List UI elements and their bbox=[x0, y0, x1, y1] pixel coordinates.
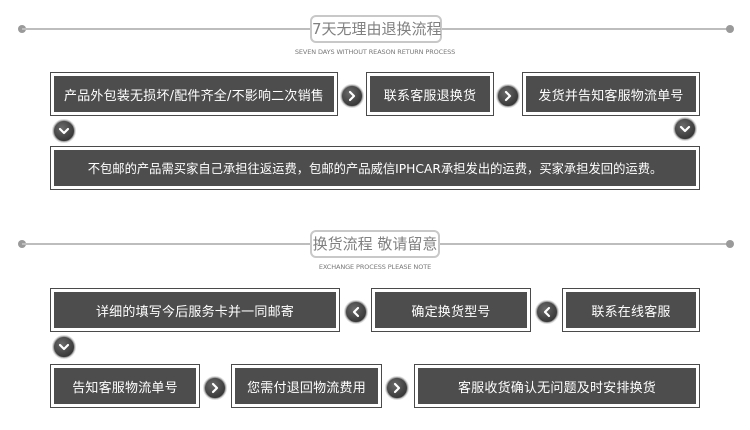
arrow-right-icon bbox=[497, 85, 519, 107]
header-line-left bbox=[22, 243, 310, 245]
step-pay-return-shipping: 您需付退回物流费用 bbox=[231, 364, 382, 408]
section2-subtitle: EXCHANGE PROCESS PLEASE NOTE bbox=[318, 263, 432, 271]
arrow-down-icon bbox=[53, 336, 75, 358]
step-text: 确定换货型号 bbox=[375, 292, 527, 328]
arrow-down-icon bbox=[674, 118, 696, 140]
step-confirm-model: 确定换货型号 bbox=[371, 288, 531, 332]
step-text: 详细的填写今后服务卡并一同邮寄 bbox=[54, 292, 336, 328]
step-ship-and-notify: 发货并告知客服物流单号 bbox=[522, 72, 700, 116]
arrow-right-icon bbox=[341, 85, 363, 107]
arrow-right-icon bbox=[386, 377, 408, 399]
step-fill-service-card: 详细的填写今后服务卡并一同邮寄 bbox=[50, 288, 340, 332]
section1-title: 7天无理由退换流程 bbox=[310, 15, 442, 43]
arrow-left-icon bbox=[536, 301, 558, 323]
step-arrange-exchange: 客服收货确认无问题及时安排换货 bbox=[414, 364, 700, 408]
step-text: 客服收货确认无问题及时安排换货 bbox=[418, 368, 696, 404]
section2-title: 换货流程 敬请留意 bbox=[310, 230, 440, 258]
header-line-right bbox=[442, 28, 730, 30]
step-text: 联系客服退换货 bbox=[370, 76, 490, 112]
arrow-right-icon bbox=[204, 377, 226, 399]
step-text: 您需付退回物流费用 bbox=[235, 368, 378, 404]
header-line-right bbox=[440, 243, 730, 245]
step-intact-packaging: 产品外包装无损坏/配件齐全/不影响二次销售 bbox=[50, 72, 338, 116]
arrow-left-icon bbox=[345, 301, 367, 323]
step-text: 产品外包装无损坏/配件齐全/不影响二次销售 bbox=[54, 76, 334, 112]
step-text: 不包邮的产品需买家自己承担往返运费，包邮的产品威信IPHCAR承担发出的运费，买… bbox=[54, 150, 696, 186]
header-line-left bbox=[22, 28, 310, 30]
step-shipping-fee-note: 不包邮的产品需买家自己承担往返运费，包邮的产品威信IPHCAR承担发出的运费，买… bbox=[50, 146, 700, 190]
step-notify-tracking: 告知客服物流单号 bbox=[50, 364, 200, 408]
step-text: 告知客服物流单号 bbox=[54, 368, 196, 404]
arrow-down-icon bbox=[53, 120, 75, 142]
step-contact-service-return: 联系客服退换货 bbox=[366, 72, 494, 116]
step-text: 联系在线客服 bbox=[566, 292, 696, 328]
step-text: 发货并告知客服物流单号 bbox=[526, 76, 696, 112]
step-contact-online-service: 联系在线客服 bbox=[562, 288, 700, 332]
header-line-right-dot bbox=[726, 240, 734, 248]
header-line-right-dot bbox=[726, 25, 734, 33]
section1-subtitle: SEVEN DAYS WITHOUT REASON RETURN PROCESS bbox=[294, 48, 456, 56]
